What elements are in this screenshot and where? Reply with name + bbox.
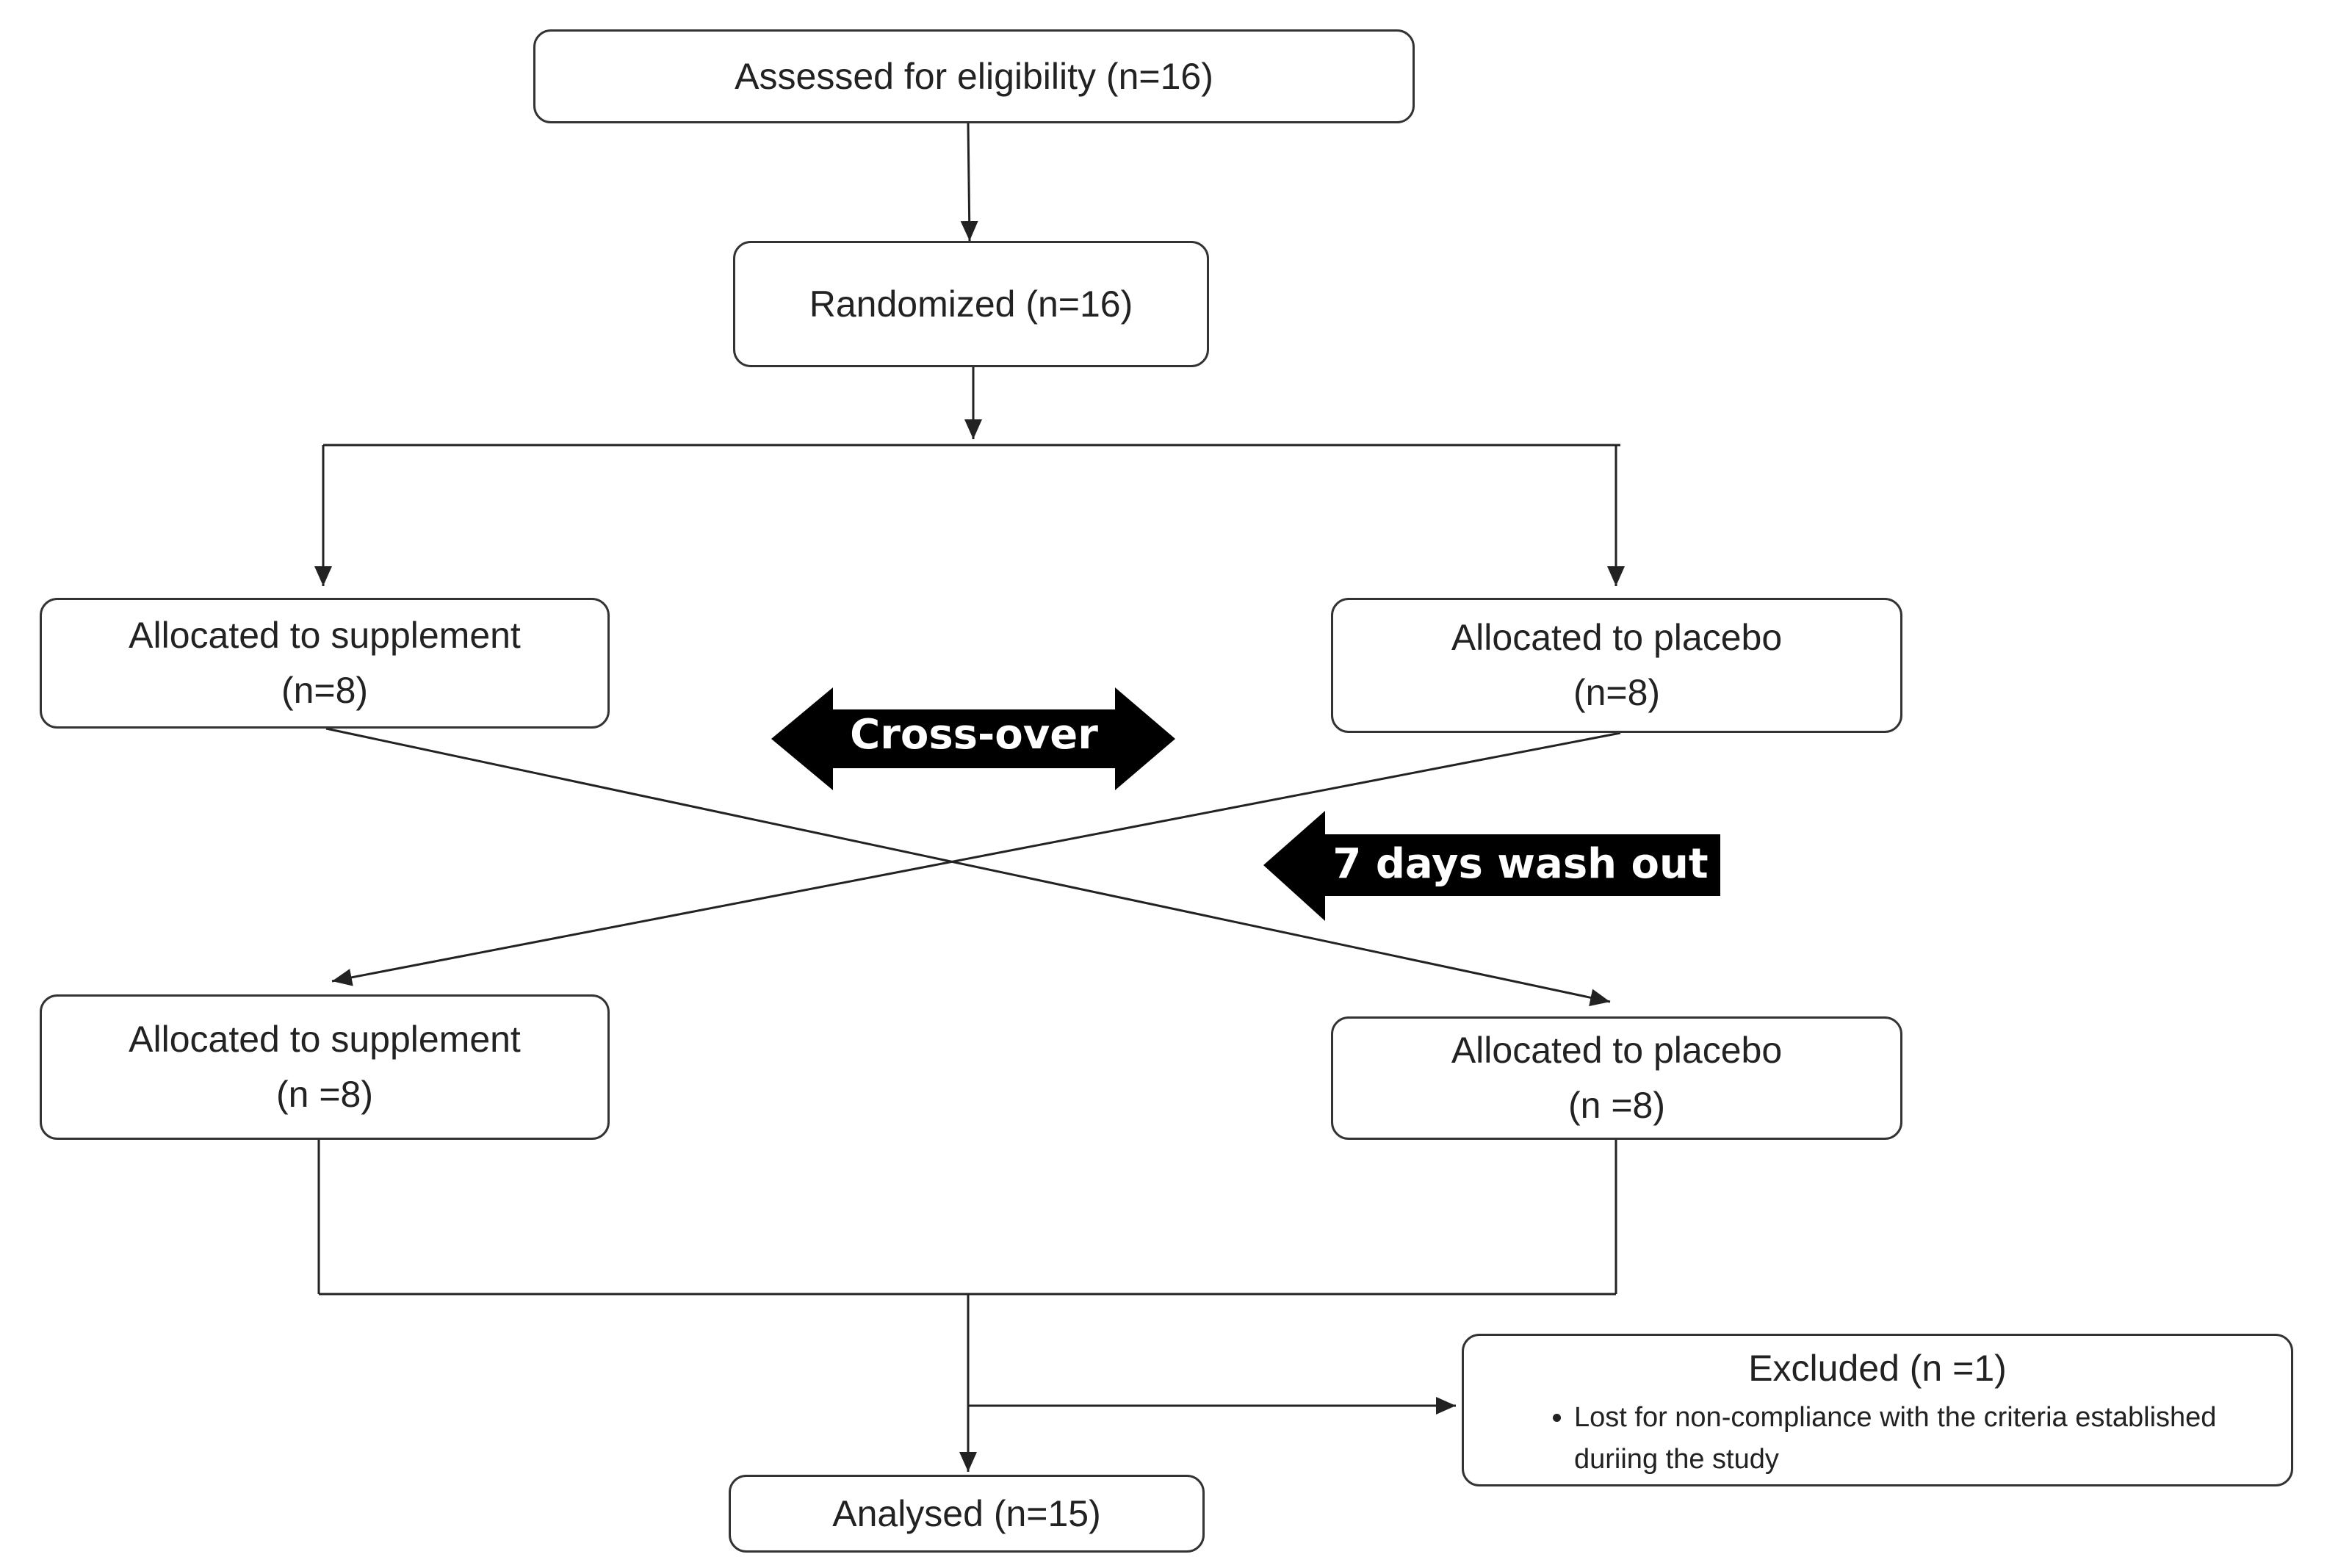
supplement-1-box: Allocated to supplement (n=8): [40, 598, 610, 729]
connector-eligibility-to-randomized: [960, 123, 978, 242]
excluded-reason: Lost for non-compliance with the criteri…: [1574, 1397, 2291, 1481]
supplement-2-count: (n =8): [275, 1074, 373, 1115]
excluded-title: Excluded (n =1): [1748, 1348, 2007, 1389]
crossover-label: Cross-over: [850, 711, 1098, 759]
randomized-box: Randomized (n=16): [733, 241, 1209, 367]
placebo-2-box: Allocated to placebo (n =8): [1331, 1016, 1902, 1140]
eligibility-box: Assessed for eligibility (n=16): [533, 29, 1415, 123]
excluded-reasons-list: Lost for non-compliance with the criteri…: [1464, 1397, 2291, 1481]
analysed-label: Analysed (n=15): [832, 1492, 1101, 1534]
placebo-2-count: (n =8): [1567, 1085, 1665, 1126]
placebo-1-count: (n=8): [1573, 672, 1661, 713]
washout-arrow-shape: [1263, 811, 1720, 921]
placebo-1-box: Allocated to placebo (n=8): [1331, 598, 1902, 733]
supplement-2-box: Allocated to supplement (n =8): [40, 994, 610, 1140]
connector-placebo1-to-supplement2: [331, 731, 1621, 986]
randomized-label: Randomized (n=16): [809, 283, 1133, 325]
excluded-box: Excluded (n =1) Lost for non-compliance …: [1462, 1334, 2293, 1486]
eligibility-label: Assessed for eligibility (n=16): [735, 55, 1213, 97]
supplement-1-label: Allocated to supplement: [129, 615, 521, 656]
washout-label: 7 days wash out: [1332, 840, 1709, 888]
analysed-box: Analysed (n=15): [729, 1475, 1205, 1553]
supplement-1-count: (n=8): [281, 670, 369, 711]
connector-supplement1-to-placebo2: [325, 727, 1611, 1007]
supplement-2-label: Allocated to supplement: [129, 1019, 521, 1060]
placebo-1-label: Allocated to placebo: [1451, 617, 1783, 658]
crossover-double-arrow-shape: [771, 687, 1175, 790]
placebo-2-label: Allocated to placebo: [1451, 1030, 1783, 1071]
